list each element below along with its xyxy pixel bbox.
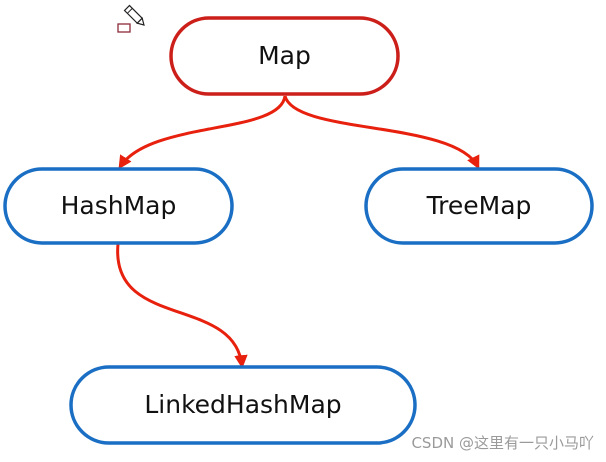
node-treemap-label: TreeMap (426, 191, 532, 220)
node-hashmap[interactable]: HashMap (3, 167, 234, 245)
node-linkedhashmap[interactable]: LinkedHashMap (69, 365, 417, 445)
node-treemap[interactable]: TreeMap (364, 167, 594, 245)
node-linkedhashmap-box (69, 365, 417, 445)
node-treemap-box (364, 167, 594, 245)
node-map[interactable]: Map (169, 16, 400, 96)
pencil-cursor-icon (117, 4, 145, 33)
node-hashmap-box (3, 167, 234, 245)
node-map-label: Map (258, 41, 311, 70)
watermark-text: CSDN @这里有一只小马吖 (411, 434, 594, 452)
edge-map-to-hashmap (118, 95, 287, 170)
node-map-box (169, 16, 400, 96)
node-hashmap-label: HashMap (61, 191, 177, 220)
edges (116, 95, 480, 369)
edge-map-to-treemap (283, 95, 480, 170)
edge-hashmap-to-linkedhashmap (116, 243, 248, 369)
node-linkedhashmap-label: LinkedHashMap (144, 390, 341, 419)
